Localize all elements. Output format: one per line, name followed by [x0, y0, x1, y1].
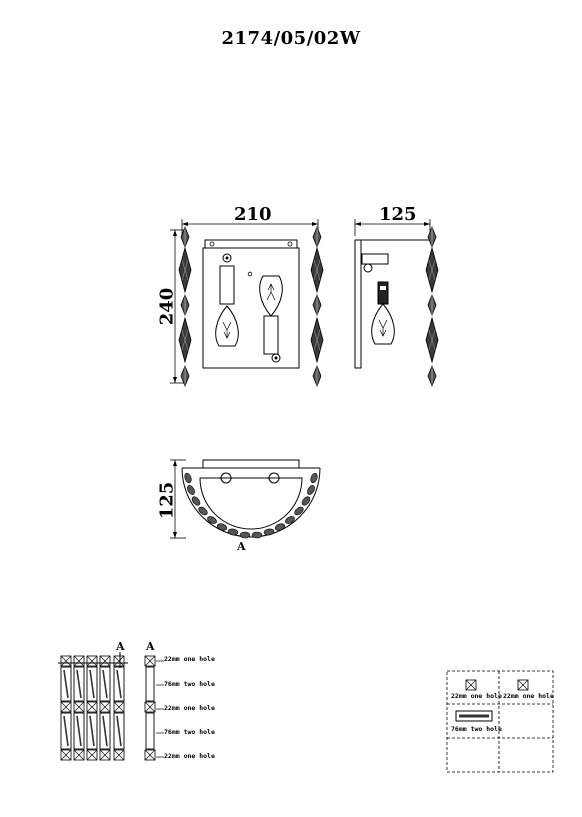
hole-label: 22mm one hole — [164, 752, 215, 760]
chain-section-marker-right: A — [146, 640, 155, 653]
parts-legend — [446, 670, 554, 773]
hole-label: 22mm one hole — [164, 704, 215, 712]
front-width-label: 210 — [234, 204, 272, 225]
side-view — [354, 219, 439, 387]
drawing-title: 2174/05/02W — [221, 28, 361, 49]
top-section-marker: A — [237, 540, 246, 553]
chain-section-marker-left: A — [116, 640, 125, 653]
crystal-chain-detail — [58, 652, 164, 761]
top-view — [170, 459, 321, 539]
legend-label: 76mm two hole — [451, 725, 502, 733]
hole-label: 22mm one hole — [164, 655, 215, 663]
side-depth-label: 125 — [379, 204, 417, 225]
legend-label: 22mm one hole — [503, 692, 554, 700]
hole-label: 76mm two hole — [164, 728, 215, 736]
hole-label: 76mm two hole — [164, 680, 215, 688]
front-view — [170, 219, 324, 387]
legend-label: 22mm one hole — [451, 692, 502, 700]
